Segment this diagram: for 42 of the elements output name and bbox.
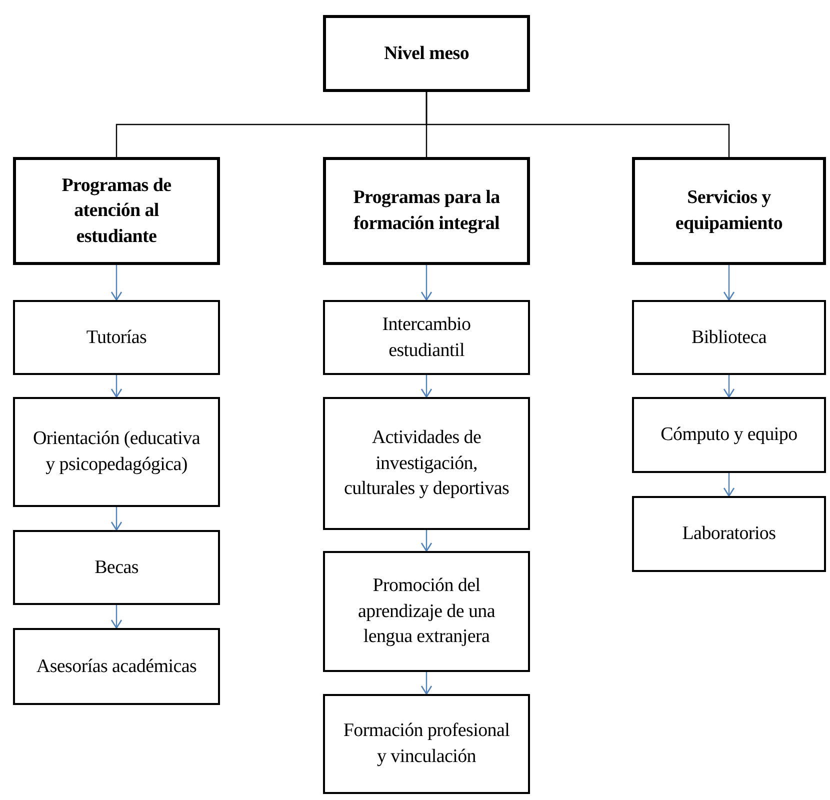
box-label: Intercambio estudiantil: [381, 312, 472, 362]
box-label: Biblioteca: [691, 326, 767, 350]
item-box: [13, 397, 220, 507]
box-label: Laboratorios: [682, 522, 776, 546]
item-box: [323, 694, 530, 794]
arrow: [420, 672, 432, 695]
box-label: Servicios y equipamiento: [674, 186, 784, 236]
box-label: Programas de atención al estudiante: [60, 174, 172, 249]
box-label: Programas para la formación integral: [352, 186, 501, 236]
box-label: Asesorías académicas: [36, 654, 197, 679]
item-box: [632, 496, 826, 572]
category-box: [323, 15, 530, 92]
box-label: Cómputo y equipo: [660, 423, 798, 448]
item-box: [632, 300, 826, 375]
box-label: Orientación (educativa y psicopedagógica): [32, 427, 200, 477]
arrow: [420, 375, 432, 398]
arrow: [723, 375, 735, 398]
arrow: [420, 265, 432, 301]
box-label: Nivel meso: [384, 42, 470, 66]
item-box: [13, 628, 220, 705]
item-box: [323, 397, 530, 530]
arrow: [723, 473, 735, 497]
box-label: Promoción del aprendizaje de una lengua extranjera: [356, 574, 496, 650]
category-box: [323, 157, 530, 265]
arrow: [110, 265, 122, 301]
box-label: Formación profesional y vinculación: [342, 719, 510, 769]
box-label: Becas: [94, 556, 138, 580]
item-box: [323, 551, 530, 672]
item-box: [13, 530, 220, 605]
category-box: [13, 157, 220, 265]
arrow: [110, 375, 122, 398]
arrow: [110, 507, 122, 531]
arrow: [110, 605, 122, 629]
item-box: [13, 300, 220, 375]
connector-line: [426, 92, 730, 157]
arrow: [723, 265, 735, 301]
box-label: Tutorías: [86, 326, 147, 350]
arrow: [420, 530, 432, 552]
category-box: [632, 157, 826, 265]
item-box: [632, 397, 826, 473]
item-box: [323, 300, 530, 375]
box-label: Actividades de investigación, culturales y deportivas: [342, 426, 510, 502]
